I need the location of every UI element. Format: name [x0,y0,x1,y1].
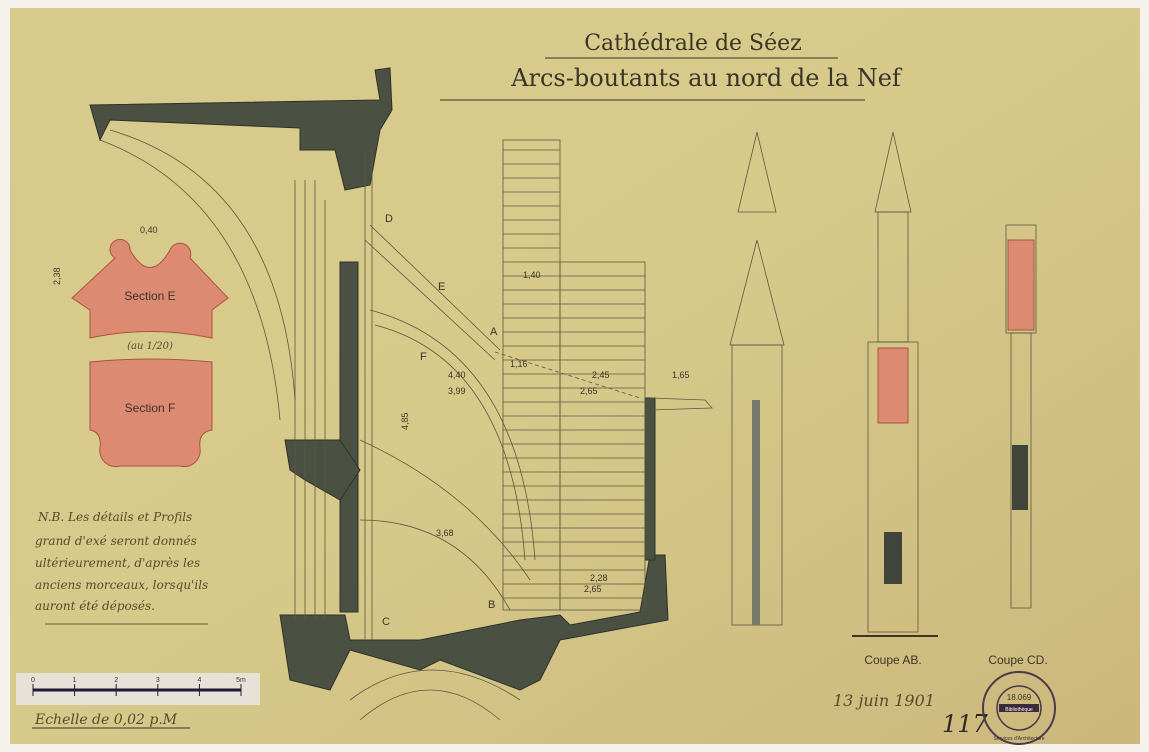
library-stamp: 18.069 Bibliothèque Services d'Architect… [982,671,1056,745]
stamp-number: 18.069 [1007,693,1032,702]
dimension: 1,16 [510,359,528,369]
coupe-ab-elevation-2 [852,131,938,637]
dimension-labels: 4,40 3,99 1,16 2,45 2,65 1,65 3,68 2,28 … [52,225,690,594]
dimension: 4,85 [400,412,410,430]
coupe-ab-elevation-1 [729,131,785,626]
scale-tick-label: 3 [156,677,160,684]
note-line: anciens morceaux, lorsqu'ils [35,578,208,592]
dimension: 2,65 [580,386,598,396]
scale-bar: 0 1 2 3 4 5m [16,673,260,705]
label-c: C [382,616,390,628]
buttress-pier [502,139,646,611]
section-e-label: Section E [124,289,175,303]
wall-section [89,67,669,691]
inventory-number: 117 [942,710,989,738]
scale-tick-label: 4 [197,677,201,684]
dimension: 4,40 [448,370,466,380]
dimension: 1,40 [523,270,541,280]
dimension: 2,38 [52,267,62,285]
date-annotation: 13 juin 1901 [833,691,935,710]
scale-caption: Echelle de 0,02 p.M [34,712,178,728]
scale-tick-label: 0 [31,677,35,684]
dimension: 3,99 [448,386,466,396]
section-e-profile [71,238,229,339]
title-line2: Arcs-boutants au nord de la Nef [510,64,903,92]
coupe-ab-label: Coupe AB. [864,653,921,667]
label-b: B [488,599,495,611]
coupe-cd-elevation [1005,224,1037,609]
dimension: 2,45 [592,370,610,380]
title-line1: Cathédrale de Séez [584,31,802,56]
stamp-center: Bibliothèque [1005,707,1033,713]
note-block: N.B. Les détails et Profils grand d'exé … [35,510,208,625]
dimension: 3,68 [436,528,454,538]
scale-tick-label: 1 [73,677,77,684]
note-line: N.B. Les détails et Profils [37,510,192,524]
label-d: D [385,213,393,225]
dimension: 0,40 [140,225,158,235]
dimension: 2,65 [584,584,602,594]
flying-buttress [359,224,713,611]
vault-ribs [99,129,521,721]
label-e: E [438,281,445,293]
dimension: 2,28 [590,573,608,583]
scale-tick-label: 2 [114,677,118,684]
note-line: auront été déposés. [35,599,155,613]
section-scale-note: (au 1/20) [127,341,173,352]
label-f: F [420,351,427,363]
stamp-text: Services d'Architecture [994,736,1045,742]
section-f-label: Section F [125,401,176,415]
note-line: ultérieurement, d'après les [35,556,200,570]
coupe-cd-label: Coupe CD. [988,653,1047,667]
columns [294,150,373,640]
label-a: A [490,326,498,338]
note-line: grand d'exé seront donnés [35,534,197,548]
dimension: 1,65 [672,370,690,380]
scale-tick-label: 5m [236,677,246,684]
section-f-profile [89,358,213,468]
